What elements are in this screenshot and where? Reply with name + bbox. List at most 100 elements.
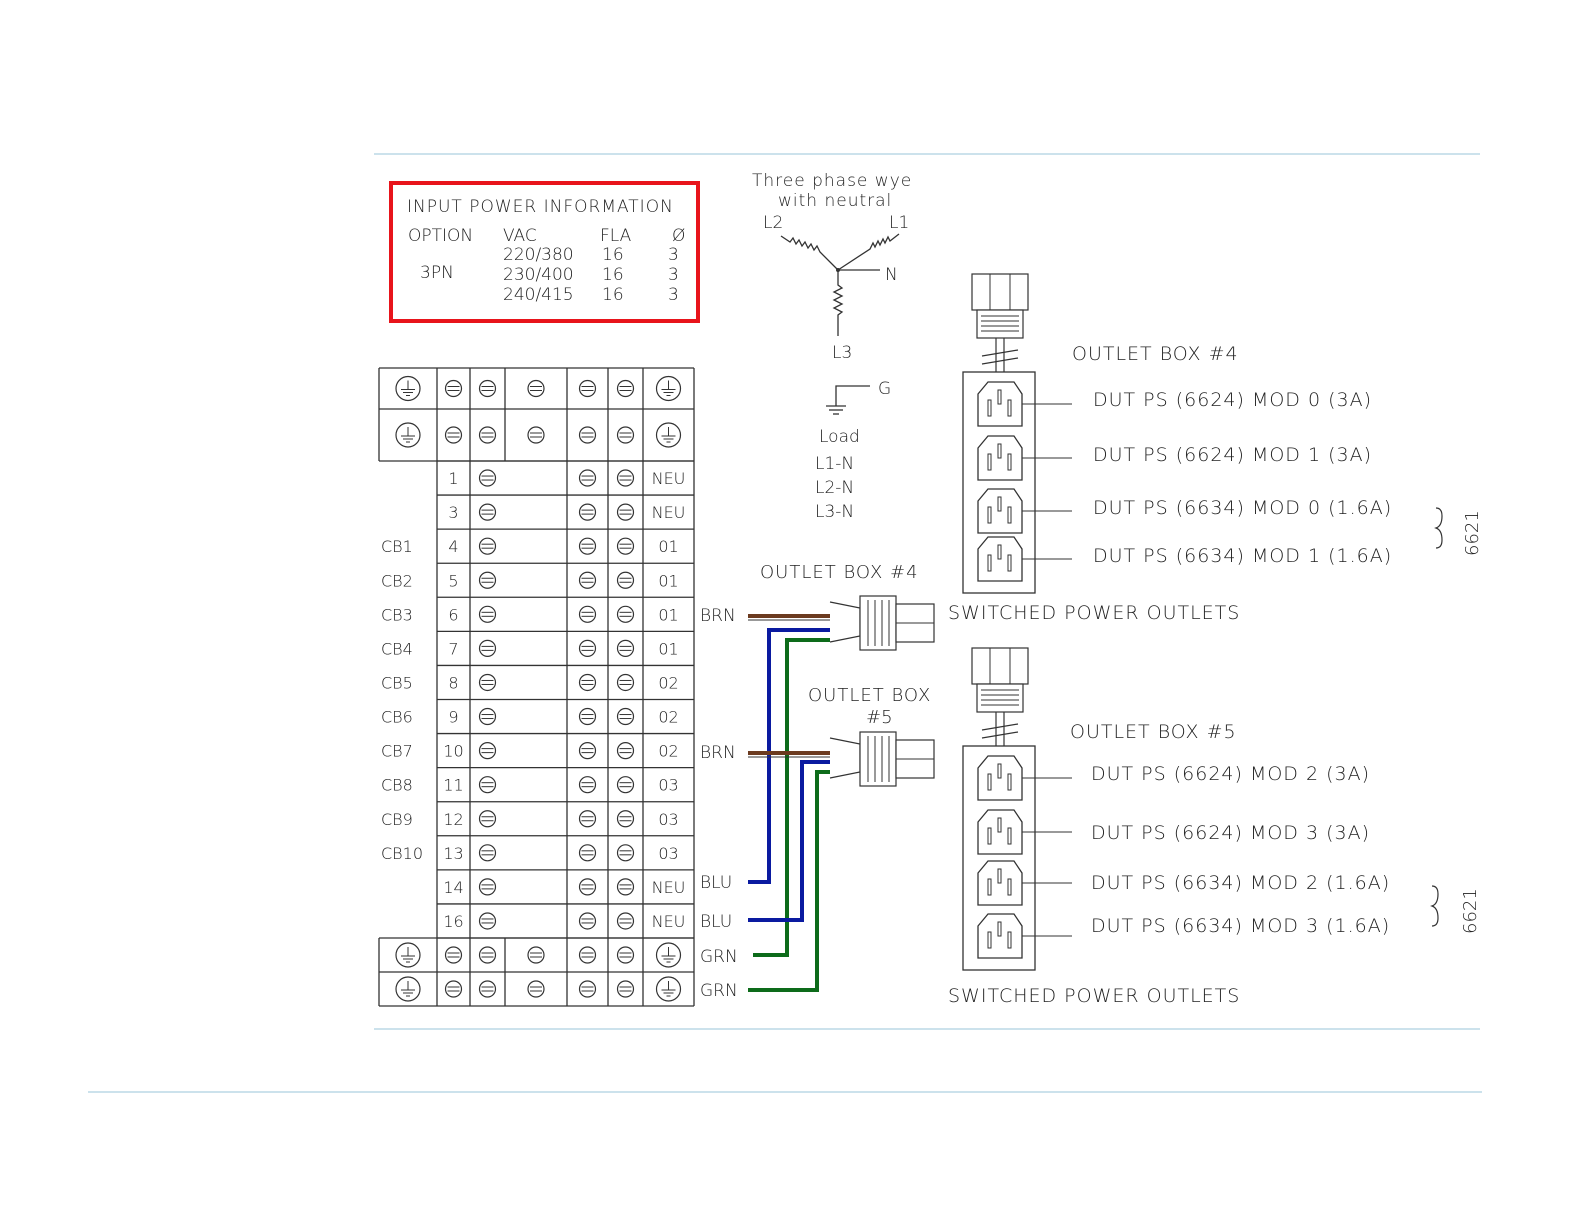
terminal-screw (578, 878, 597, 896)
terminal-number: 10 (443, 742, 463, 761)
cord-plug-body (976, 309, 1024, 339)
terminal-screw (616, 912, 635, 930)
terminal-screw (478, 776, 497, 794)
terminal-screw (444, 980, 463, 998)
breaker-label: CB4 (381, 639, 413, 658)
ground-terminal-icon (655, 976, 682, 1002)
terminal-number: 14 (443, 878, 463, 897)
wye-schematic: Three phase wye with neutral L2 L1 N L3 … (752, 171, 911, 522)
terminal-screw (578, 742, 597, 760)
terminal-screw (578, 776, 597, 794)
col-option-header: OPTION (408, 226, 473, 246)
terminal-screw (616, 503, 635, 521)
power-outlet-icon (977, 488, 1072, 534)
terminal-screw (616, 379, 635, 398)
terminal-screw (478, 844, 497, 862)
wye-l1-label: L1 (889, 213, 909, 233)
terminal-screw (578, 844, 597, 862)
terminal-screw (478, 673, 497, 692)
terminal-screw (478, 469, 497, 487)
breaker-label: CB5 (381, 673, 413, 692)
terminal-screw (616, 776, 635, 794)
power-outlet-icon (977, 435, 1072, 481)
brace-4 (1434, 507, 1443, 549)
phase-label: 02 (658, 673, 678, 692)
terminal-screw (616, 878, 635, 896)
terminal-number: 1 (448, 469, 458, 488)
terminal-screw (616, 946, 635, 964)
outlet-5-label-1: DUT PS (6624) MOD 3 (3A) (1091, 822, 1370, 844)
phase-2: 3 (668, 265, 679, 285)
power-outlet-icon (977, 536, 1072, 582)
col-phase-header: Ø (672, 226, 685, 246)
terminal-number: 5 (448, 571, 458, 590)
load-l1: L1-N (815, 454, 854, 474)
power-outlet-icon (977, 860, 1072, 906)
terminal-screw (478, 605, 497, 623)
outlet-box-housing (962, 745, 1036, 971)
breaker-label: CB6 (381, 708, 413, 727)
phase-label: 01 (658, 571, 678, 590)
terminal-screw (478, 503, 497, 521)
phase-3: 3 (668, 285, 679, 305)
ground-terminal-icon (655, 375, 682, 402)
green-wire-2 (748, 770, 830, 992)
connector-box4-label: OUTLET BOX #4 (760, 562, 919, 583)
wires (748, 614, 830, 992)
col-fla-header: FLA (600, 226, 632, 246)
terminal-screw (578, 810, 597, 828)
terminal-number: 12 (443, 810, 463, 829)
fla-2: 16 (602, 265, 624, 285)
terminal-screw (578, 605, 597, 623)
outlet-box-4-title: OUTLET BOX #4 (1072, 343, 1239, 365)
phase-label: 03 (658, 776, 678, 795)
brace-5 (1430, 885, 1439, 927)
terminal-number: 11 (443, 776, 463, 795)
phase-label: NEU (652, 912, 686, 931)
wire-label-blu-2: BLU (700, 912, 732, 932)
terminal-screw (578, 379, 597, 398)
outlet-box-5-title: OUTLET BOX #5 (1070, 721, 1237, 743)
load-l2: L2-N (815, 478, 854, 498)
terminal-screw (444, 426, 463, 444)
terminal-screw (578, 980, 597, 998)
wye-n-label: N (885, 265, 898, 285)
phase-label: 03 (658, 810, 678, 829)
terminal-number: 6 (448, 605, 458, 624)
wire-label-brn-2: BRN (700, 743, 736, 763)
fla-3: 16 (602, 285, 624, 305)
power-outlet-icon (977, 381, 1072, 427)
fla-1: 16 (602, 245, 624, 265)
connector-plugs (829, 595, 935, 787)
input-power-highlight (389, 181, 700, 323)
terminal-screw (616, 571, 635, 589)
wire-label-brn-1: BRN (700, 606, 736, 626)
phase-label: 02 (658, 742, 678, 761)
wire-label-grn-2: GRN (700, 981, 738, 1001)
outlet-5-label-2: DUT PS (6634) MOD 2 (1.6A) (1091, 872, 1390, 894)
input-power-box: INPUT POWER INFORMATION OPTION VAC FLA Ø… (389, 181, 700, 323)
input-power-title: INPUT POWER INFORMATION (407, 197, 674, 217)
terminal-number: 4 (448, 537, 458, 556)
outlet-4-label-3: DUT PS (6634) MOD 1 (1.6A) (1093, 545, 1392, 567)
terminal-number: 16 (443, 912, 463, 931)
phase-label: 01 (658, 605, 678, 624)
breaker-label: CB8 (381, 776, 413, 795)
ground-terminal-icon (395, 375, 421, 402)
outlet-5-label-0: DUT PS (6624) MOD 2 (3A) (1091, 763, 1370, 785)
terminal-number: 7 (448, 639, 458, 658)
phase-label: 03 (658, 844, 678, 863)
plug-connector (829, 595, 935, 651)
ground-terminal-icon (655, 942, 682, 968)
terminal-number: 9 (448, 708, 458, 727)
wye-l3-label: L3 (832, 343, 852, 363)
wye-title-2: with neutral (778, 191, 892, 211)
wire-label-blu-1: BLU (700, 873, 732, 893)
